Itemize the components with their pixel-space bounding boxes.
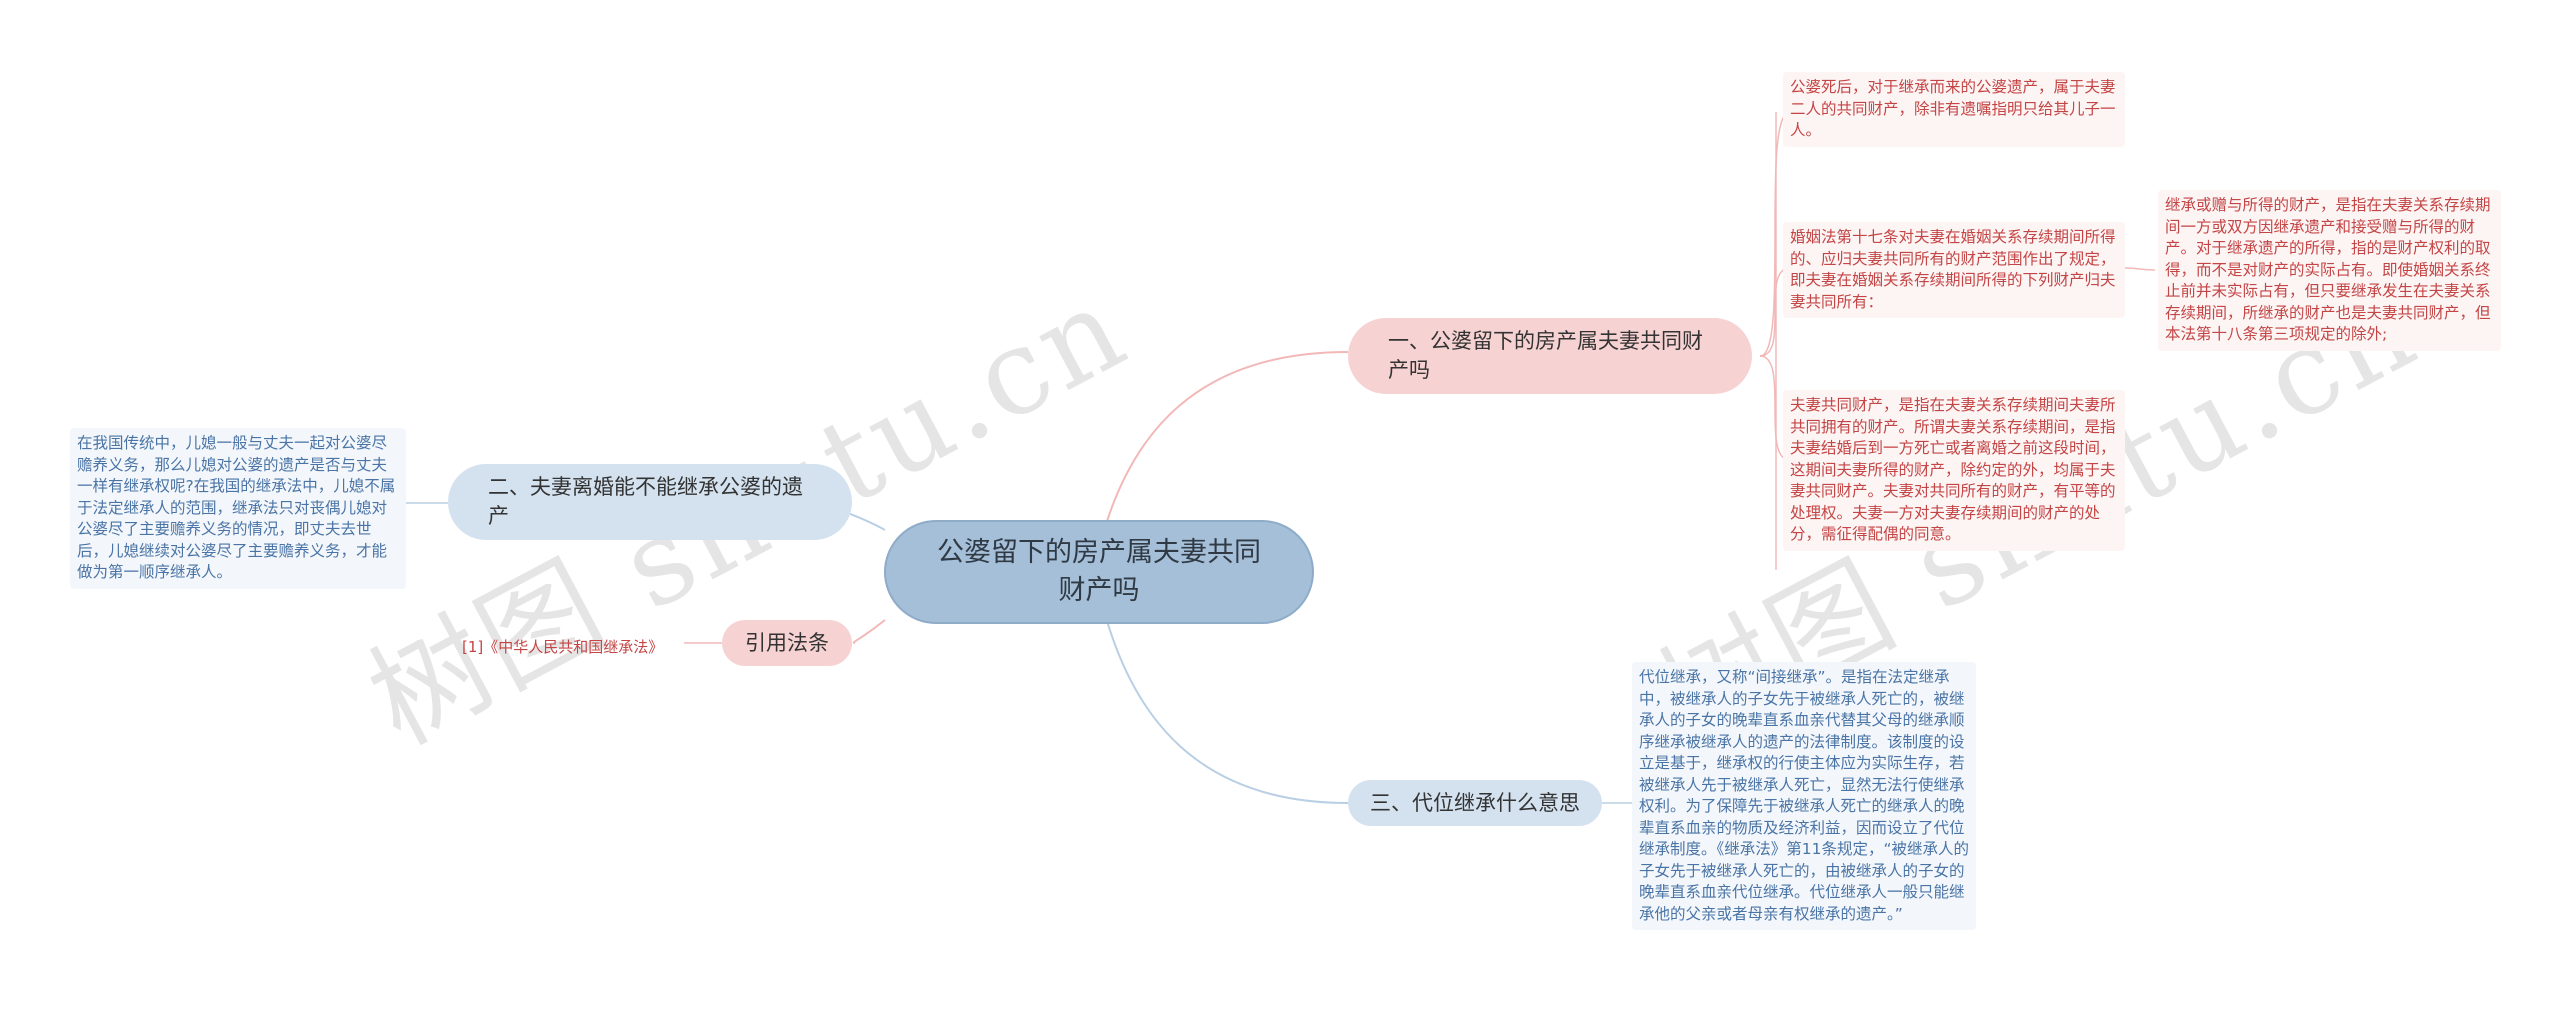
note-inherited-property: 继承或赠与所得的财产，是指在夫妻关系存续期间一方或双方因继承遗产和接受赠与所得的…	[2158, 190, 2501, 351]
branch-cited-law-label: 引用法条	[745, 630, 829, 655]
link-n2-n2a	[2124, 267, 2156, 271]
branch-house-property[interactable]: 一、公婆留下的房产属夫妻共同财产吗	[1348, 318, 1752, 394]
note-parents-estate: 公婆死后，对于继承而来的公婆遗产，属于夫妻二人的共同财产，除非有遗嘱指明只给其儿…	[1783, 72, 2125, 147]
branch-divorce-inheritance[interactable]: 二、夫妻离婚能不能继承公婆的遗产	[448, 464, 852, 540]
branch-subrogation[interactable]: 三、代位继承什么意思	[1348, 780, 1602, 826]
branch-cited-law[interactable]: 引用法条	[722, 620, 852, 666]
link-b1-n1	[1759, 111, 1791, 357]
branch-house-property-label: 一、公婆留下的房产属夫妻共同财产吗	[1388, 329, 1703, 382]
note-marriage-law-article17: 婚姻法第十七条对夫妻在婚姻关系存续期间所得的、应归夫妻共同所有的财产范围作出了规…	[1783, 222, 2125, 318]
root-topic[interactable]: 公婆留下的房产属夫妻共同财产吗	[884, 520, 1314, 624]
root-topic-label: 公婆留下的房产属夫妻共同财产吗	[937, 537, 1261, 606]
note-subrogation-definition: 代位继承，又称“间接继承”。是指在法定继承中，被继承人的子女先于被继承人死亡的，…	[1632, 662, 1976, 930]
note-inheritance-law-citation[interactable]: [1]《中华人民共和国继承法》	[462, 638, 664, 656]
branch-subrogation-label: 三、代位继承什么意思	[1370, 790, 1580, 815]
link-b1-n3	[1759, 355, 1791, 461]
branch-divorce-inheritance-label: 二、夫妻离婚能不能继承公婆的遗产	[488, 475, 803, 528]
link-b1-n2	[1759, 267, 1791, 357]
link-root-b3	[852, 619, 886, 644]
link-root-b4	[1099, 594, 1349, 804]
note-joint-property: 夫妻共同财产，是指在夫妻关系存续期间夫妻所共同拥有的财产。所谓夫妻关系存续期间，…	[1783, 390, 2125, 551]
note-daughter-in-law: 在我国传统中，儿媳一般与丈夫一起对公婆尽赡养义务，那么儿媳对公婆的遗产是否与丈夫…	[70, 428, 406, 589]
link-root-b1	[1099, 351, 1349, 546]
